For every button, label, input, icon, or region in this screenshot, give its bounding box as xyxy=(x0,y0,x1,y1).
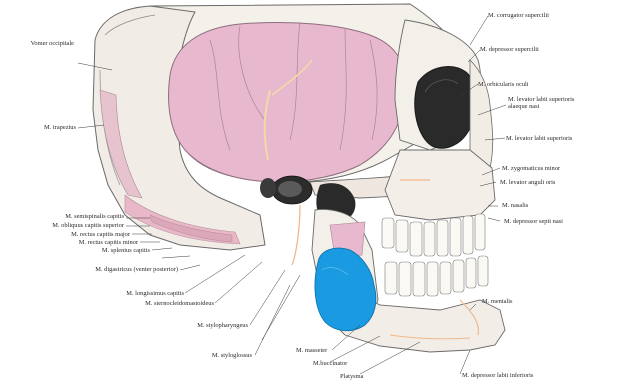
label-splenius: M. splenius capitis xyxy=(40,247,150,254)
label-levator-alaeque: M. levator labii superioris alaeque nasi xyxy=(508,96,590,110)
label-digastricus: M. digastricus (venter posterior) xyxy=(18,266,178,273)
label-levator-anguli: M. levator anguli oris xyxy=(500,179,555,186)
label-styloglossus: M. styloglossus xyxy=(130,352,252,359)
label-masseter: M. masseter xyxy=(296,347,327,354)
label-levator-labii-superioris: M. levator labii superioris xyxy=(506,135,572,142)
label-depressor-septi: M. depressor septi nasi xyxy=(504,218,563,225)
maxilla xyxy=(385,150,495,220)
label-zygomaticus: M. zygomaticus minor xyxy=(502,165,560,172)
label-rectus-minor: M. rectus capitis minor xyxy=(28,239,138,246)
label-depressor-supercilii: M. depressor supercilii xyxy=(480,46,539,53)
label-semispinalis: M. semispinalis capitis xyxy=(14,213,124,220)
label-nasalis: M. nasalis xyxy=(502,202,528,209)
label-rectus-major: M. rectus capitis major xyxy=(20,231,130,238)
label-stylopharyngeus: M. stylopharyngeus xyxy=(120,322,248,329)
temporalis-muscle xyxy=(169,22,407,182)
label-obliquus: M. obliquus capitis superior xyxy=(6,222,124,229)
label-depressor-labii: M. depressor labii inferioris xyxy=(462,372,533,379)
label-vomer-occipitale: Vomer occipitale xyxy=(28,40,74,47)
label-corrugator: M. corrugator supercilii xyxy=(488,12,549,19)
label-trapezius: M. trapezius xyxy=(24,124,76,131)
label-orbicularis: M. orbicularis oculi xyxy=(478,81,529,88)
label-mentalis: M. mentalis xyxy=(482,298,513,305)
label-platysma: Platysma xyxy=(340,373,363,380)
mastoid-process xyxy=(260,178,276,198)
label-sternocleidomastoideus: M. sternocleidomastoideus xyxy=(70,300,214,307)
label-buccinator: M.buccinator xyxy=(313,360,347,367)
label-longissimus: M. longissimus capitis xyxy=(60,290,184,297)
